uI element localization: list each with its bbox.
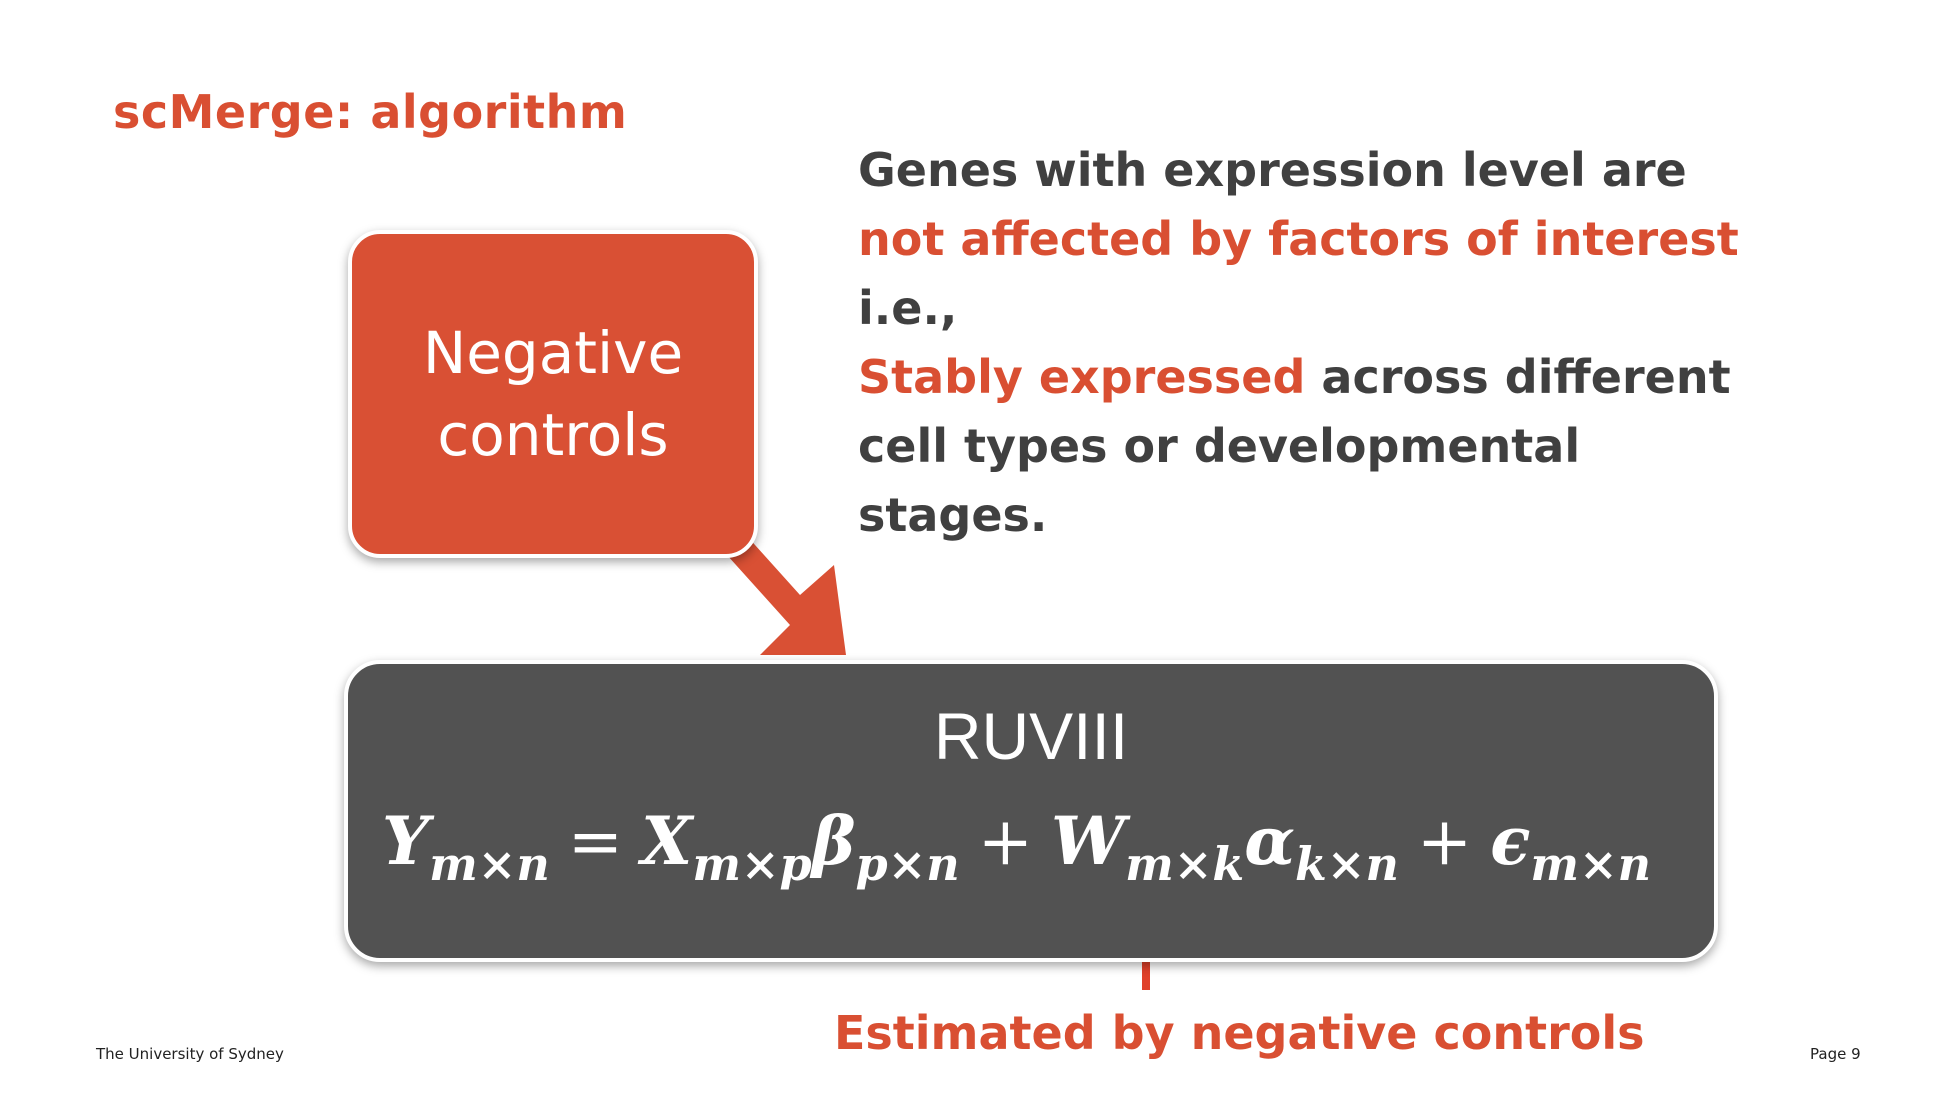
eq-w: W [1051, 802, 1126, 880]
ruviii-box: RUVIII Ym×n=Xm×pβp×n+Wm×kαk×n+ϵm×n [344, 660, 1718, 962]
negative-controls-line-2: controls [437, 401, 669, 469]
negative-controls-line-1: Negative [422, 319, 684, 387]
eq-equals: = [567, 803, 624, 880]
eq-plus-2: + [1416, 803, 1473, 880]
eq-w-sub: m×k [1125, 837, 1245, 891]
eq-y-sub: m×n [429, 837, 550, 891]
eq-beta-sub: p×n [855, 837, 960, 891]
description-text: Genes with expression level are not affe… [858, 136, 1778, 550]
footer-page-number: Page 9 [1810, 1045, 1861, 1063]
eq-epsilon-sub: m×n [1530, 837, 1652, 891]
estimated-annotation: Estimated by negative controls [834, 1006, 1645, 1060]
eq-x: X [641, 802, 693, 880]
description-line-1: Genes with expression level are [858, 143, 1687, 197]
description-line-3: i.e., [858, 281, 958, 335]
description-line-5: cell types or developmental [858, 419, 1581, 473]
eq-epsilon: ϵ [1490, 802, 1531, 880]
negative-controls-label: Negative controls [423, 312, 683, 476]
eq-alpha-sub: k×n [1295, 837, 1399, 891]
footer-institution: The University of Sydney [96, 1045, 284, 1063]
eq-beta: β [811, 802, 856, 880]
across-different-text: across different [1305, 350, 1731, 404]
stably-expressed-text: Stably expressed [858, 350, 1306, 404]
description-line-6: stages. [858, 488, 1048, 542]
eq-y: Y [382, 802, 430, 880]
description-line-2: not affected by factors of interest [858, 212, 1739, 266]
eq-alpha: α [1244, 802, 1296, 880]
negative-controls-box: Negative controls [348, 230, 758, 558]
eq-plus-1: + [977, 803, 1034, 880]
slide-title: scMerge: algorithm [113, 85, 628, 139]
description-line-4: Stably expressed across different [858, 343, 1778, 412]
ruviii-title: RUVIII [933, 699, 1129, 773]
eq-x-sub: m×p [692, 837, 812, 891]
ruviii-equation: Ym×n=Xm×pβp×n+Wm×kαk×n+ϵm×n [382, 802, 1651, 891]
